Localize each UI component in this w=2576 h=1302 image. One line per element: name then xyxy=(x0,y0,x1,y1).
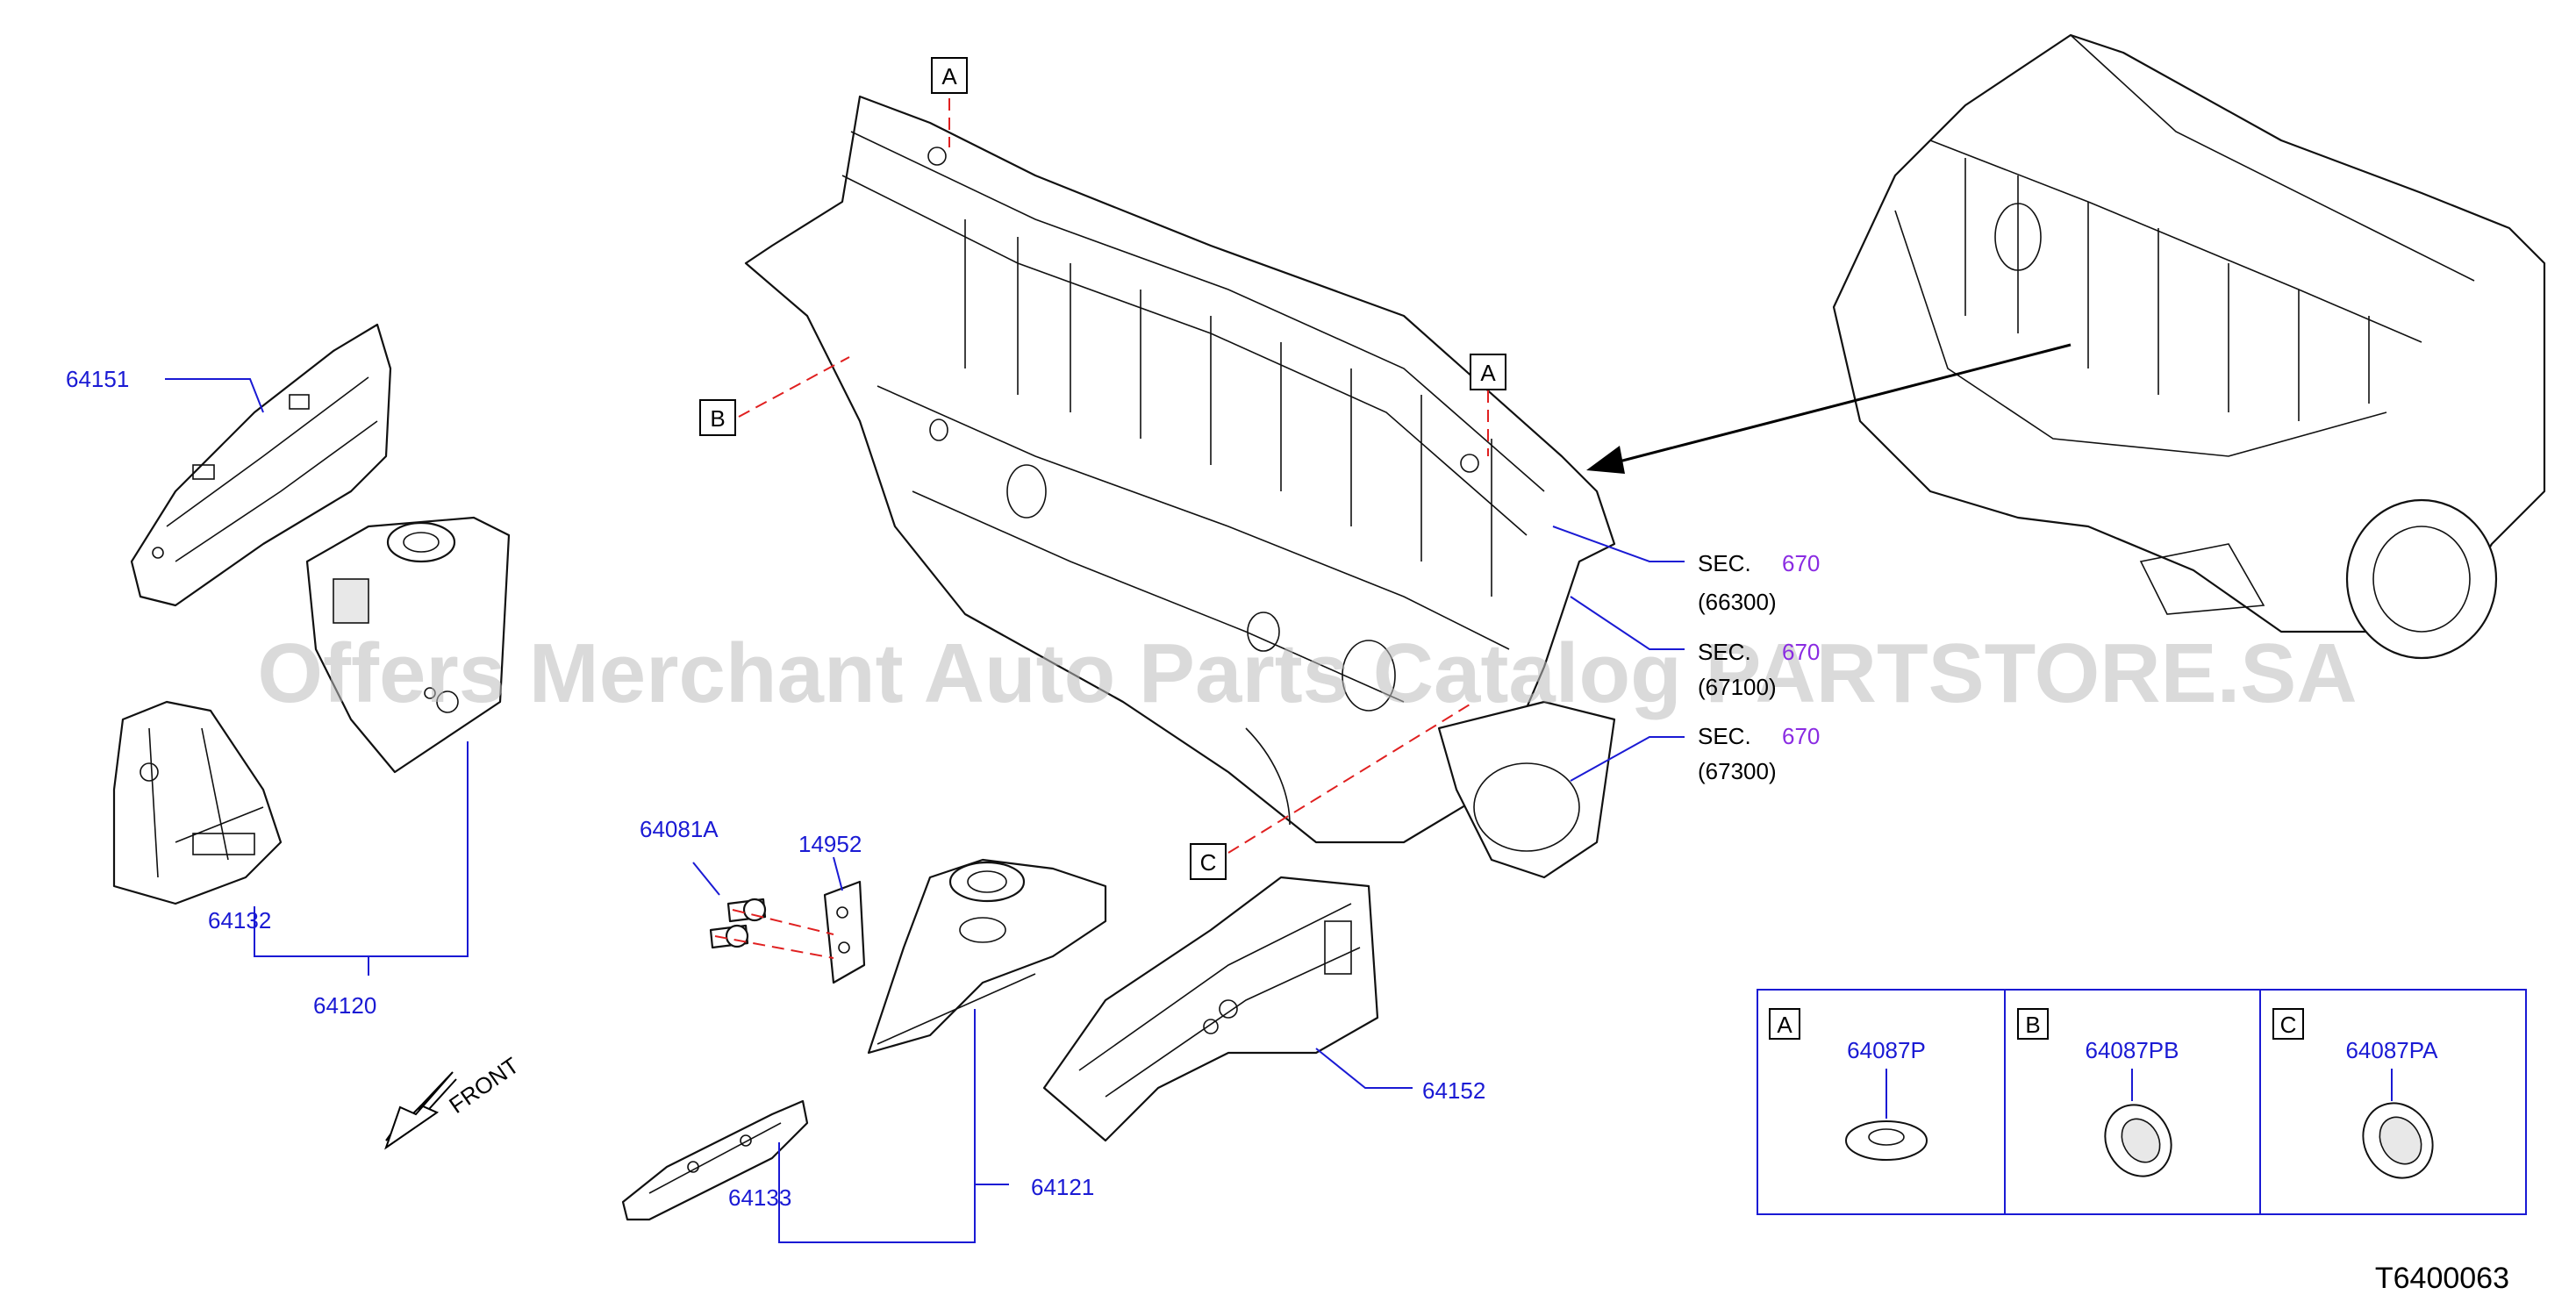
grommet-flat-icon xyxy=(1845,1120,1928,1161)
diagram-code: T6400063 xyxy=(2375,1262,2509,1295)
svg-text:A: A xyxy=(1777,1012,1792,1038)
part-64081A-bolts-illustration xyxy=(709,898,767,949)
section-link[interactable]: 670 xyxy=(1782,723,1820,749)
part-64120-illustration xyxy=(305,516,511,774)
reference-dashes xyxy=(714,98,1489,959)
grommet-cup-icon xyxy=(2104,1104,2172,1177)
part-label-64151[interactable]: 64151 xyxy=(66,366,129,392)
part-label-64133[interactable]: 64133 xyxy=(728,1184,791,1211)
section-prefix: SEC. xyxy=(1698,550,1751,576)
section-sub: (66300) xyxy=(1698,589,1777,615)
leader-lines xyxy=(165,378,1685,1243)
svg-text:A: A xyxy=(941,63,957,89)
part-label-64120[interactable]: 64120 xyxy=(313,992,376,1019)
part-64121-illustration xyxy=(867,858,1107,1055)
section-link[interactable]: 670 xyxy=(1782,550,1820,576)
section-sub: (67300) xyxy=(1698,758,1777,784)
legend-cell-b: B 64087PB xyxy=(2017,1008,2179,1177)
grommet-legend-table: A 64087P B 64087PB C 64087PA xyxy=(1757,989,2527,1215)
section-link[interactable]: 670 xyxy=(1782,639,1820,665)
legend-part-label[interactable]: 64087PA xyxy=(2345,1037,2438,1063)
ref-box-b: B xyxy=(699,399,736,436)
part-14952-bracket-illustration xyxy=(823,880,866,984)
part-label-64132[interactable]: 64132 xyxy=(208,907,271,934)
part-label-64152[interactable]: 64152 xyxy=(1422,1077,1485,1104)
front-direction-indicator: FRONT xyxy=(384,1052,524,1150)
watermark: Offers Merchant Auto Parts Catalog PARTS… xyxy=(257,626,2357,720)
front-label: FRONT xyxy=(444,1052,524,1119)
section-prefix: SEC. xyxy=(1698,639,1751,665)
part-64152-illustration xyxy=(1042,876,1379,1142)
part-label-64081A[interactable]: 64081A xyxy=(640,816,719,842)
svg-text:A: A xyxy=(1480,360,1496,386)
ref-box-c: C xyxy=(1190,843,1227,880)
section-ref-2: SEC. 670 (67100) xyxy=(1698,639,1820,700)
ref-box-a-top: A xyxy=(931,57,968,94)
location-arrow xyxy=(1586,343,2072,474)
section-ref-3: SEC. 670 (67300) xyxy=(1698,723,1820,784)
svg-text:B: B xyxy=(710,405,725,432)
legend-part-label[interactable]: 64087P xyxy=(1847,1037,1926,1063)
legend-cell-a: A 64087P xyxy=(1769,1008,1928,1161)
dash-panel-illustration xyxy=(744,95,1616,879)
front-arrow-icon xyxy=(384,1071,457,1150)
vehicle-illustration xyxy=(1832,33,2546,660)
part-64133-illustration xyxy=(621,1099,809,1221)
svg-text:C: C xyxy=(1200,849,1217,876)
part-label-64121[interactable]: 64121 xyxy=(1031,1174,1094,1200)
svg-text:C: C xyxy=(2280,1012,2297,1038)
section-prefix: SEC. xyxy=(1698,723,1751,749)
legend-cell-c: C 64087PA xyxy=(2272,1008,2438,1179)
grommet-cup-icon xyxy=(2362,1102,2434,1179)
part-label-14952[interactable]: 14952 xyxy=(798,831,862,857)
section-sub: (67100) xyxy=(1698,674,1777,700)
section-ref-1: SEC. 670 (66300) xyxy=(1698,550,1820,615)
part-64132-illustration xyxy=(112,700,283,905)
part-64151-illustration xyxy=(130,323,392,607)
svg-text:B: B xyxy=(2025,1012,2040,1038)
legend-part-label[interactable]: 64087PB xyxy=(2086,1037,2179,1063)
ref-box-a-right: A xyxy=(1470,354,1506,390)
